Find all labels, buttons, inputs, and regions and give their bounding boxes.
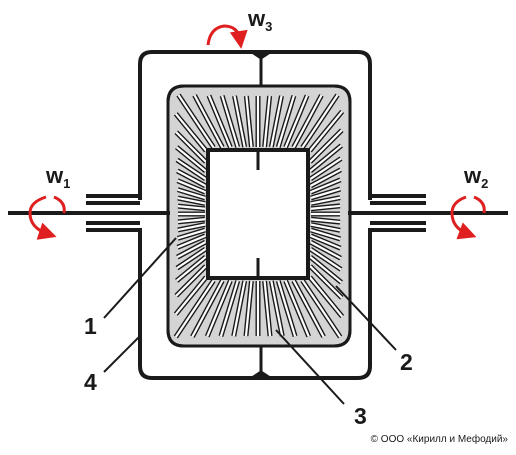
rotation-arrow-w2 xyxy=(450,195,486,240)
stator-slot-core xyxy=(221,95,239,148)
stator-slot-core xyxy=(245,95,253,148)
rotation-arrow-w3 xyxy=(206,24,248,49)
stator-slot-core xyxy=(177,234,206,249)
stator-slots xyxy=(173,93,345,339)
stator-slot-core xyxy=(301,279,342,338)
stator-slot-core xyxy=(176,248,207,270)
label-w3: w3 xyxy=(247,6,272,34)
rotation-arrow-w1 xyxy=(28,195,66,240)
stator-slot-core xyxy=(292,280,325,338)
stator-slot-core xyxy=(270,280,284,337)
stator-slot-core xyxy=(177,205,206,210)
stator-slot-core xyxy=(310,204,341,210)
stator-slot-core xyxy=(263,280,272,337)
outer-housing xyxy=(138,50,372,380)
stator-slot-core xyxy=(175,146,207,172)
label-w1: w1 xyxy=(45,163,70,191)
part-label-3: 3 xyxy=(354,403,367,429)
stator-slot-core xyxy=(310,223,341,232)
stator-slot-core xyxy=(177,179,206,194)
stator-slot-core xyxy=(177,223,206,232)
leader-lines xyxy=(103,237,397,405)
stator-slot-core xyxy=(310,178,341,194)
stator-slot-core xyxy=(175,131,207,163)
stator-slot-core xyxy=(177,196,206,205)
stator-slot-core xyxy=(310,187,341,200)
part-label-4: 4 xyxy=(84,369,97,395)
stator-slot-core xyxy=(263,95,271,148)
leader-line-4 xyxy=(103,335,141,373)
stator-slot-core xyxy=(277,280,297,337)
stator-slot-core xyxy=(309,248,342,271)
stator-slot-core xyxy=(310,218,341,224)
stator-slot-core xyxy=(233,95,246,148)
stator-slot-core xyxy=(284,280,310,337)
right-shaft xyxy=(348,194,508,232)
label-w2: w2 xyxy=(463,163,488,191)
stator-slot-core xyxy=(309,256,343,284)
stator-slot-core xyxy=(310,234,341,250)
inner-window xyxy=(206,148,310,280)
stator-slot-core xyxy=(177,218,206,223)
stator-slot-core xyxy=(309,144,343,172)
stator-slot-core xyxy=(206,280,232,337)
stator-slot-core xyxy=(310,228,341,241)
stator-slot-core xyxy=(177,188,206,200)
stator-slot-core xyxy=(174,279,215,338)
stator-slot-core xyxy=(174,113,207,152)
stator-slot-core xyxy=(301,94,339,149)
part-label-1: 1 xyxy=(84,313,97,339)
stator-slot-core xyxy=(176,169,206,187)
stator-slot-core xyxy=(310,168,342,187)
stator-slot-core xyxy=(309,276,344,318)
stator-slot-core xyxy=(244,280,253,337)
stator-slot-core xyxy=(270,95,283,148)
part-label-2: 2 xyxy=(400,349,413,375)
stator-slot-core xyxy=(310,241,342,260)
stator-slot-core xyxy=(292,94,323,148)
stator-slot-core xyxy=(309,157,342,180)
stator-slot-core xyxy=(191,280,224,338)
stator-slot-core xyxy=(177,94,215,149)
stator-slot-core xyxy=(175,256,207,282)
stator-slot-core xyxy=(207,95,232,148)
stator-slot-core xyxy=(284,95,309,148)
copyright-text: © ООО «Кирилл и Мефодий» xyxy=(371,433,509,445)
left-shaft xyxy=(8,194,170,232)
stator-slot-core xyxy=(176,241,206,259)
stator-slot-core xyxy=(176,158,207,180)
stator-slot-core xyxy=(277,95,295,148)
stator-slot-core xyxy=(193,94,224,148)
stator-slot-core xyxy=(309,110,344,152)
stator-slot-core xyxy=(310,196,341,205)
leader-line-1 xyxy=(103,237,177,319)
leader-line-2 xyxy=(335,285,397,351)
stator-slot-core xyxy=(177,228,206,240)
stator-slot-core xyxy=(174,276,207,315)
stator-slot-core xyxy=(309,129,343,163)
stator-slot-core xyxy=(232,280,246,337)
stator-slot-core xyxy=(219,280,239,337)
stator-slot-core xyxy=(175,265,207,297)
housing-seams xyxy=(251,50,271,380)
stator-slot-core xyxy=(309,265,343,299)
leader-line-3 xyxy=(275,329,345,405)
